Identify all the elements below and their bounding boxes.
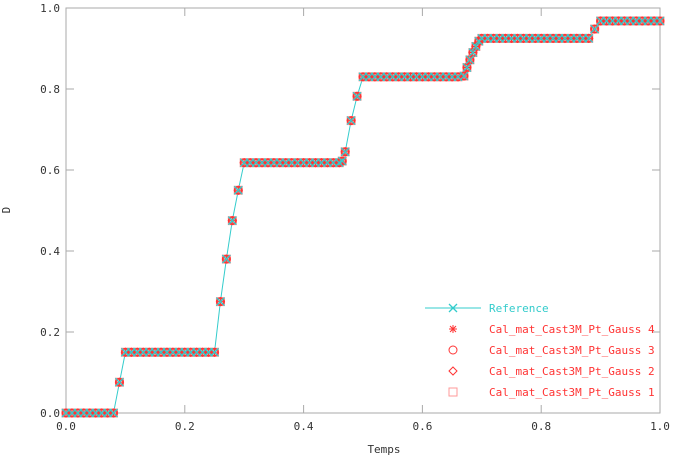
data-point <box>109 408 118 418</box>
legend-entry: Cal_mat_Cast3M_Pt_Gauss 2 <box>448 365 655 378</box>
data-point <box>468 48 478 58</box>
data-point <box>471 42 481 51</box>
legend-entry: Cal_mat_Cast3M_Pt_Gauss 1 <box>448 386 655 399</box>
y-tick-label: 0.2 <box>40 326 60 339</box>
data-point <box>655 16 665 26</box>
y-tick-label: 0.0 <box>40 407 60 420</box>
axes-frame <box>65 7 661 414</box>
x-tick-label: 0.2 <box>175 420 195 433</box>
data-point <box>337 156 347 166</box>
plot-area <box>61 16 665 418</box>
data-point <box>352 91 362 101</box>
x-tick-label: 0.4 <box>294 420 314 433</box>
legend-entry: Cal_mat_Cast3M_Pt_Gauss 3 <box>448 344 655 357</box>
data-point <box>340 147 350 157</box>
data-point <box>115 377 124 387</box>
legend-entry: Cal_mat_Cast3M_Pt_Gauss 4 <box>449 323 655 336</box>
y-axis-ticks: 0.0 0.2 0.4 0.6 0.8 1.0 <box>40 2 660 420</box>
data-point <box>227 216 237 226</box>
data-point <box>221 254 231 264</box>
y-tick-label: 1.0 <box>40 2 60 15</box>
legend-label: Reference <box>489 302 549 315</box>
axes <box>65 7 661 414</box>
legend-marker-asterisk <box>449 325 457 333</box>
legend-marker-circle <box>448 345 458 355</box>
legend-marker-diamond <box>448 366 458 376</box>
legend-label: Cal_mat_Cast3M_Pt_Gauss 1 <box>489 386 655 399</box>
data-point <box>590 24 600 34</box>
y-axis-label: D <box>0 207 13 214</box>
x-axis-label: Temps <box>367 443 400 456</box>
x-tick-label: 0.0 <box>56 420 76 433</box>
data-point <box>584 33 594 43</box>
data-point <box>233 185 243 195</box>
data-point <box>462 63 472 72</box>
legend-marker-x <box>448 303 458 313</box>
data-point <box>215 297 225 307</box>
x-tick-label: 0.8 <box>531 420 551 433</box>
x-tick-label: 0.6 <box>412 420 432 433</box>
series-x-markers <box>61 16 665 418</box>
legend-label: Cal_mat_Cast3M_Pt_Gauss 2 <box>489 365 655 378</box>
legend-label: Cal_mat_Cast3M_Pt_Gauss 3 <box>489 344 655 357</box>
legend-marker-square <box>448 387 458 397</box>
data-point <box>210 347 219 357</box>
data-point <box>459 71 469 81</box>
y-tick-label: 0.8 <box>40 83 60 96</box>
x-axis-ticks: 0.0 0.2 0.4 0.6 0.8 1.0 <box>56 8 670 433</box>
data-point <box>465 55 475 65</box>
y-tick-label: 0.4 <box>40 245 60 258</box>
x-tick-label: 1.0 <box>650 420 670 433</box>
legend-label: Cal_mat_Cast3M_Pt_Gauss 4 <box>489 323 655 336</box>
y-tick-label: 0.6 <box>40 164 60 177</box>
legend-entry: Reference <box>425 302 549 315</box>
data-point <box>346 116 356 126</box>
